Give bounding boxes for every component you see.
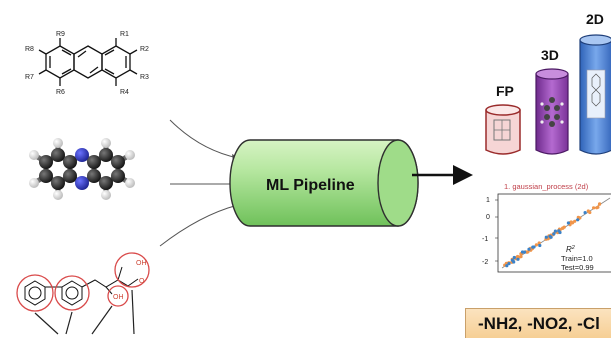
3d-container: [535, 68, 569, 155]
train-point: [525, 250, 529, 254]
label-r2: R2: [140, 46, 149, 53]
train-point: [561, 226, 565, 230]
test-point: [527, 247, 531, 251]
test-point: [507, 262, 511, 266]
test-point: [557, 229, 561, 233]
test-point: [576, 218, 580, 222]
test-point: [516, 257, 520, 261]
test-point: [538, 243, 542, 248]
train-point: [595, 206, 599, 210]
ytick-0: 0: [486, 214, 490, 221]
train-point: [592, 206, 596, 210]
test-point: [583, 211, 587, 215]
ml-pipeline-cylinder: [229, 139, 419, 227]
train-point: [573, 219, 577, 223]
label-r4: R4: [120, 89, 129, 96]
r2-label: R2: [566, 245, 575, 254]
parity-plot: 1. gaussian_process (2d) 1 0 -1 -2 R2 Tr…: [482, 182, 611, 273]
test-point: [566, 221, 571, 225]
fp-container: [485, 104, 521, 155]
ml-pipeline-label: ML Pipeline: [266, 177, 355, 194]
fragment-highlight-circles: [16, 252, 150, 312]
test-point: [552, 232, 556, 236]
label-r6: R6: [56, 89, 65, 96]
test-score: Test=0.99: [561, 263, 594, 272]
parity-plot-title: 1. gaussian_process (2d): [504, 182, 589, 191]
fragment-oh-mid: OH: [113, 294, 124, 301]
molecule-fragments: [24, 266, 139, 306]
phenazine-skeletal-structure: [38, 38, 138, 86]
phenazine-ball-and-stick-model: [29, 138, 135, 200]
train-point: [534, 243, 539, 247]
train-point: [586, 209, 590, 213]
label-r3: R3: [140, 74, 149, 81]
3d-label: 3D: [541, 47, 559, 63]
ytick-1: 1: [486, 197, 490, 204]
fragment-oh-top: OH: [136, 260, 147, 267]
label-r9: R9: [56, 31, 65, 38]
train-point: [537, 241, 541, 245]
functional-groups-text: -NH2, -NO2, -Cl: [478, 314, 600, 333]
test-point: [505, 264, 509, 268]
ytick-minus2: -2: [482, 259, 488, 266]
test-point: [512, 255, 516, 260]
2d-label: 2D: [586, 11, 604, 27]
ytick-minus1: -1: [482, 236, 488, 243]
train-point: [597, 202, 602, 206]
input-arrows: [159, 119, 239, 247]
fragment-down-arrows: [34, 289, 135, 335]
test-point: [544, 235, 548, 239]
scatter-points: [503, 202, 602, 268]
test-point: [523, 250, 527, 254]
test-point: [531, 245, 535, 249]
test-point: [548, 234, 552, 238]
functional-groups-box: -NH2, -NO2, -Cl: [465, 308, 611, 338]
label-r7: R7: [25, 74, 34, 81]
fragment-o-label: O: [139, 278, 145, 285]
label-r8: R8: [25, 46, 34, 53]
fp-label: FP: [496, 83, 514, 99]
2d-container: [579, 34, 611, 155]
test-point: [512, 260, 516, 264]
train-score: Train=1.0: [561, 254, 593, 263]
test-point: [553, 229, 558, 233]
train-point: [516, 254, 520, 259]
label-r1: R1: [120, 31, 129, 38]
